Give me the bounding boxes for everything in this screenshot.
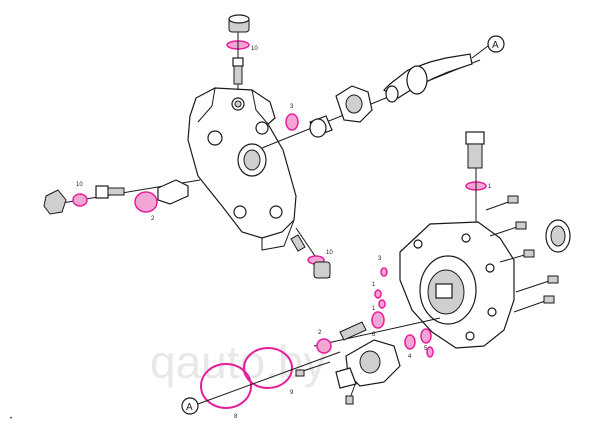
oring-3-right (380, 267, 388, 277)
middle-screw (290, 234, 306, 252)
oring-6 (371, 311, 385, 329)
label-3-right: 3 (378, 256, 382, 262)
label-2-bottom: 2 (318, 330, 322, 336)
callout-a-top (487, 35, 505, 53)
valve-head (465, 131, 485, 145)
housing-edge-2 (251, 89, 269, 125)
left-screw-thread (107, 187, 125, 196)
watermark-text: qauto.by (150, 336, 326, 388)
large-oring-9 (243, 347, 293, 389)
housing-bolt-1 (207, 130, 223, 146)
hex-nut-bore (345, 94, 363, 114)
label-6: 6 (372, 332, 376, 338)
left-fitting-row (43, 179, 201, 215)
callout-a-top-text: A (492, 40, 499, 51)
left-screw-head (95, 185, 109, 199)
bottom-seal-2 (316, 338, 332, 354)
bolt-4-head (547, 275, 559, 284)
housing-port-top-inner (234, 100, 242, 108)
oring-4 (404, 334, 416, 350)
label-10-left: 10 (76, 182, 83, 188)
oring-1-a (374, 289, 382, 299)
top-plug-head (228, 14, 250, 24)
large-oring-8 (200, 363, 252, 409)
bottom-fitting-thread (339, 321, 367, 341)
housing-edge-1 (197, 87, 216, 123)
bottom-screw-2-head (345, 395, 354, 405)
large-seal-inner (550, 225, 566, 247)
label-9: 9 (290, 390, 294, 396)
label-8: 8 (234, 414, 238, 420)
right-large-seal (545, 219, 571, 253)
bolt-1-head (507, 195, 519, 204)
top-screw-thread (233, 65, 243, 85)
drive-sleeve-and-nut (309, 85, 373, 138)
housing-bolt-3 (233, 205, 247, 219)
middle-plug-assembly (290, 227, 331, 279)
callout-a-top-leader (471, 45, 489, 59)
head-bolt-hole-5 (465, 331, 475, 341)
label-1-b: 1 (372, 306, 376, 312)
bottom-screw-1-head (295, 369, 305, 377)
bolt-3-head (523, 249, 535, 258)
housing-bore-inner (243, 149, 261, 171)
metering-valve-bore (359, 350, 381, 374)
left-plug (43, 189, 67, 215)
oring-3-left (285, 113, 299, 131)
middle-plug (313, 261, 331, 279)
head-bolt-hole-4 (487, 307, 497, 317)
right-top-valve (465, 131, 487, 232)
top-screw-head (232, 57, 244, 67)
metering-unit-row (295, 311, 441, 405)
drive-shaft (383, 53, 473, 103)
oring-small (426, 346, 434, 358)
callout-a-bottom (181, 397, 199, 415)
drive-shaft-collar (406, 65, 428, 95)
sleeve-end (309, 118, 327, 138)
left-oring-10 (72, 193, 88, 207)
bottom-screw-1 (299, 361, 331, 373)
bolt-4 (515, 279, 553, 293)
left-pump-housing (187, 87, 297, 251)
bottom-screw-2 (349, 381, 357, 399)
label-5: 5 (424, 346, 428, 352)
pump-head-key (435, 283, 453, 299)
left-fitting (157, 179, 189, 205)
bottom-axis-line (313, 317, 441, 347)
drive-shaft-end (385, 85, 399, 103)
right-pump-head (399, 221, 515, 349)
left-seal-2 (134, 191, 158, 213)
bolt-5 (513, 299, 549, 313)
bolt-5-head (543, 295, 555, 304)
oring-5 (420, 328, 432, 344)
corner-mark: • (10, 416, 12, 422)
housing-bottom-edge (261, 219, 295, 251)
callout-a-bottom-leader (197, 351, 341, 405)
bolt-2 (489, 225, 521, 237)
label-4: 4 (408, 354, 412, 360)
callout-a-bottom-text: A (186, 402, 193, 413)
housing-bolt-4 (269, 205, 283, 219)
head-bolt-hole-2 (461, 233, 471, 243)
label-1-a: 1 (372, 282, 376, 288)
label-10-mid: 10 (326, 250, 333, 256)
bolt-2-head (515, 221, 527, 230)
label-2-left: 2 (151, 216, 155, 222)
label-3: 3 (290, 104, 294, 110)
head-bolt-hole-3 (485, 263, 495, 273)
label-10-top: 10 (251, 46, 258, 52)
bolt-3 (499, 253, 529, 263)
valve-thread (467, 143, 483, 169)
housing-bolt-2 (255, 121, 269, 135)
head-bolt-hole-1 (413, 239, 423, 249)
oring-1-b (378, 299, 386, 309)
metering-valve-connector (335, 367, 357, 389)
right-bolts (485, 195, 559, 313)
label-1-right: 1 (488, 184, 492, 190)
